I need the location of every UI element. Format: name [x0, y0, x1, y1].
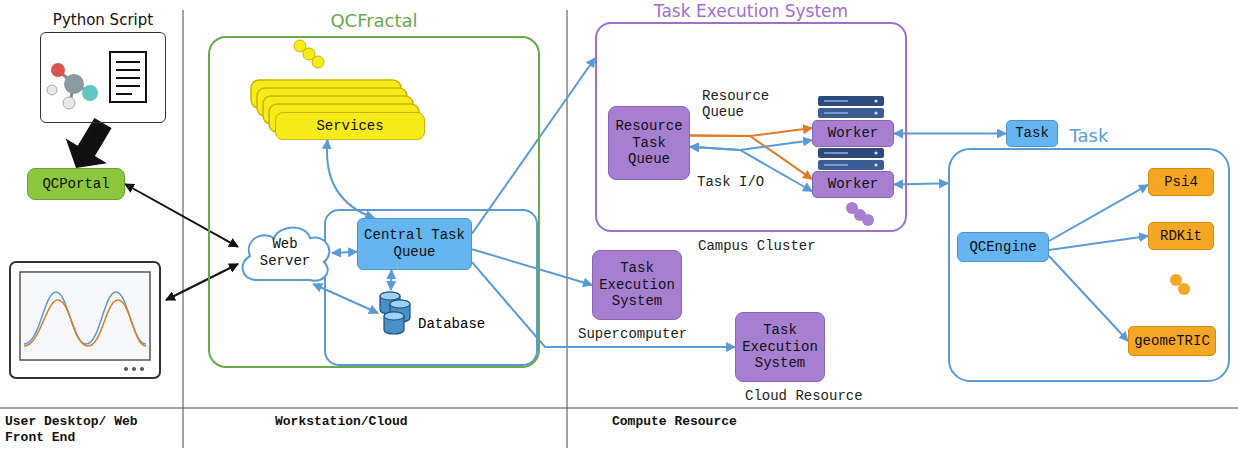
- task-box: Task: [1006, 120, 1058, 147]
- connector: [1049, 256, 1128, 341]
- connector: [690, 136, 812, 180]
- node-text: Psi4: [1164, 174, 1198, 191]
- connector: [1049, 185, 1148, 241]
- connector: [472, 249, 592, 285]
- node-text: Resource Task Queue: [614, 118, 684, 168]
- connector: [1049, 236, 1148, 250]
- program-box: Psi4: [1148, 168, 1214, 196]
- python-script-icon: [47, 52, 146, 109]
- node-text: QCEngine: [969, 239, 1036, 256]
- node-text: Database: [418, 316, 485, 332]
- ellipsis-dots: [846, 202, 1190, 295]
- connector: [125, 184, 238, 247]
- laptop-arrow: [166, 264, 238, 300]
- edge-label: Resource Queue: [700, 88, 776, 120]
- worker-box: Worker: [812, 120, 894, 147]
- group-border: [40, 32, 166, 123]
- program-box: RDKit: [1148, 222, 1214, 250]
- client-box: QCPortal: [27, 168, 125, 200]
- laptop-icon: [10, 262, 160, 378]
- script-panel: Python Script: [40, 8, 166, 123]
- node-text: Services: [316, 118, 383, 135]
- connector: [894, 183, 948, 184]
- node-text: Python Script: [40, 8, 166, 32]
- task-queue-region: [325, 210, 537, 365]
- group-border: [208, 36, 540, 368]
- node-text: Task: [948, 124, 1230, 148]
- disk-top: [390, 300, 410, 308]
- connector: [66, 118, 112, 168]
- node-text: Task: [1015, 125, 1049, 142]
- connector: [327, 140, 374, 218]
- node-text: Worker: [828, 176, 878, 193]
- edge-label: Task I/O: [695, 174, 766, 190]
- connector: [390, 270, 393, 290]
- database-icon: Database: [378, 290, 490, 336]
- connector: [690, 128, 812, 136]
- disk: [384, 312, 404, 334]
- engine-box: QCEngine: [957, 232, 1049, 262]
- program-box: geomeTRIC: [1128, 326, 1216, 356]
- database-symbol: [378, 290, 412, 336]
- services-box: Services: [275, 112, 425, 140]
- location-label: Cloud Resource: [745, 388, 863, 405]
- section-label: Compute Resource: [612, 414, 737, 430]
- section-label: Workstation/Cloud: [275, 414, 408, 430]
- task-group: TaskQCEngine Psi4RDKit geomeTRIC: [948, 124, 1230, 382]
- disk-top: [380, 292, 400, 300]
- connector: [690, 147, 812, 192]
- web-server-cloud: Web Server: [238, 222, 332, 284]
- connector: [472, 58, 595, 234]
- worker-box: Worker: [812, 171, 894, 198]
- section-dividers: [0, 10, 1238, 448]
- connector: [894, 133, 1006, 135]
- connector: [332, 252, 357, 253]
- node-text: geomeTRIC: [1134, 333, 1210, 350]
- node-text: Task Execution System: [595, 0, 907, 22]
- server-icon: [818, 148, 884, 170]
- location-label: Supercomputer: [578, 326, 687, 343]
- queue-box: Central Task Queue: [357, 218, 472, 270]
- disk-top: [384, 312, 404, 320]
- server-icon: [818, 96, 884, 118]
- server-group: QCFractalServicesWeb Server Central Task …: [208, 6, 540, 368]
- node-text: Task Execution System: [741, 322, 819, 372]
- section-label: User Desktop/ Web Front End: [5, 414, 165, 445]
- connector: [313, 284, 378, 313]
- execution-box: Task Execution System: [592, 250, 682, 320]
- queue-box: Resource Task Queue: [608, 106, 690, 180]
- node-text: QCFractal: [208, 6, 540, 36]
- node-text: RDKit: [1160, 228, 1202, 245]
- location-label: Campus Cluster: [698, 238, 816, 255]
- node-text: Worker: [828, 125, 878, 142]
- cloud-outline: [243, 228, 330, 281]
- connector: [690, 140, 812, 150]
- node-text: Web Server: [253, 236, 317, 270]
- node-text: Task Execution System: [598, 260, 676, 310]
- node-text: QCPortal: [42, 176, 109, 193]
- node-text: Central Task Queue: [363, 227, 466, 261]
- execution-box: Task Execution System: [735, 312, 825, 382]
